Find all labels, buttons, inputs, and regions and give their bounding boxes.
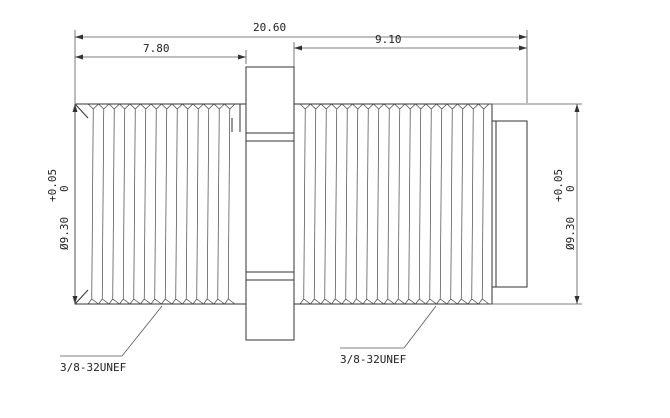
overall-length-label: 20.60 bbox=[253, 21, 286, 34]
thread-line bbox=[161, 103, 173, 305]
left-dimension: 7.80 bbox=[75, 42, 247, 64]
thread-line bbox=[150, 103, 162, 305]
left-length-label: 7.80 bbox=[143, 42, 170, 55]
thread-line bbox=[467, 103, 479, 305]
thread-line bbox=[457, 103, 469, 305]
thread-line bbox=[331, 103, 343, 305]
thread-line bbox=[341, 103, 353, 305]
thread-line bbox=[394, 103, 406, 305]
overall-dimension: 20.60 bbox=[74, 21, 528, 103]
thread-line bbox=[140, 103, 152, 305]
hex-body bbox=[245, 66, 295, 341]
right-diameter-label: Ø9.30 bbox=[564, 217, 577, 250]
thread-line bbox=[129, 103, 141, 305]
thread-line bbox=[224, 103, 236, 305]
right-thread-lines bbox=[299, 103, 490, 305]
thread-line bbox=[299, 103, 311, 305]
right-thread-label: 3/8-32UNEF bbox=[340, 353, 406, 366]
right-tolerance-lower: 0 bbox=[564, 185, 577, 192]
left-thread-lines bbox=[87, 103, 236, 305]
thread-line bbox=[436, 103, 448, 305]
left-tolerance-upper: +0.05 bbox=[46, 169, 59, 202]
thread-line bbox=[404, 103, 416, 305]
left-thread-section bbox=[74, 103, 247, 305]
right-thread-callout: 3/8-32UNEF bbox=[340, 305, 437, 366]
thread-line bbox=[373, 103, 385, 305]
thread-line bbox=[362, 103, 374, 305]
thread-line bbox=[213, 103, 225, 305]
left-diameter-dimension: Ø9.30 +0.05 0 bbox=[46, 104, 78, 304]
thread-line bbox=[182, 103, 194, 305]
left-tolerance-lower: 0 bbox=[58, 185, 71, 192]
thread-line bbox=[192, 103, 204, 305]
thread-line bbox=[119, 103, 131, 305]
right-dimension: 9.10 bbox=[293, 33, 527, 67]
thread-line bbox=[203, 103, 215, 305]
thread-line bbox=[87, 103, 99, 305]
thread-line bbox=[108, 103, 120, 305]
thread-line bbox=[446, 103, 458, 305]
left-thread-label: 3/8-32UNEF bbox=[60, 361, 126, 374]
right-thread-section bbox=[293, 103, 528, 305]
right-diameter-dimension: Ø9.30 +0.05 0 bbox=[480, 103, 582, 305]
left-diameter-label: Ø9.30 bbox=[58, 217, 71, 250]
thread-line bbox=[98, 103, 110, 305]
right-tolerance-upper: +0.05 bbox=[552, 169, 565, 202]
thread-line bbox=[320, 103, 332, 305]
thread-line bbox=[352, 103, 364, 305]
thread-line bbox=[425, 103, 437, 305]
thread-line bbox=[310, 103, 322, 305]
right-length-label: 9.10 bbox=[375, 33, 402, 46]
thread-line bbox=[171, 103, 183, 305]
thread-line bbox=[383, 103, 395, 305]
thread-line bbox=[478, 103, 490, 305]
left-thread-callout: 3/8-32UNEF bbox=[60, 305, 163, 374]
thread-line bbox=[415, 103, 427, 305]
